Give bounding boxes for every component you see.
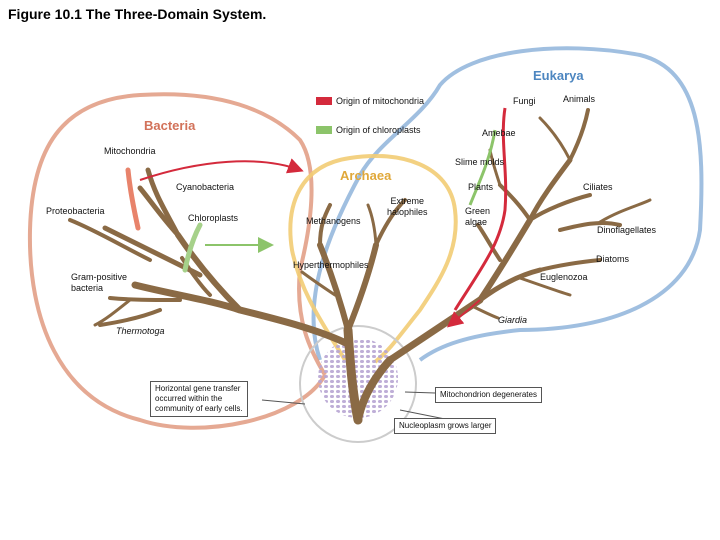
note-nucleoplasm-grows-larger: Nucleoplasm grows larger (394, 418, 497, 434)
label-chloroplasts: Chloroplasts (188, 213, 239, 223)
label-slime-molds: Slime molds (455, 157, 505, 167)
bacteria-outline (27, 92, 327, 430)
label-thermotoga: Thermotoga (116, 326, 165, 336)
domain-bacteria: Bacteria (144, 118, 196, 133)
label-hyperthermophiles: Hyperthermophiles (293, 260, 369, 270)
legend-mitochondria-origin: Origin of mitochondria (336, 96, 425, 106)
note-horizontal-gene-transfer: Horizontal gene transfer occurred within… (150, 381, 248, 417)
label-diatoms: Diatoms (596, 254, 630, 264)
label-methanogens: Methanogens (306, 216, 361, 226)
label-ciliates: Ciliates (583, 182, 613, 192)
eukarya-outline (311, 46, 704, 362)
label-euglenozoa: Euglenozoa (540, 272, 588, 282)
label-fungi: Fungi (513, 96, 536, 106)
archaea-outline (288, 153, 458, 364)
label-giardia: Giardia (498, 315, 528, 325)
legend-chloroplast-origin: Origin of chloroplasts (336, 125, 421, 135)
label-animals: Animals (563, 94, 596, 104)
label-mitochondria: Mitochondria (104, 146, 156, 156)
label-dinoflagellates: Dinoflagellates (597, 225, 657, 235)
label-plants: Plants (468, 182, 494, 192)
domain-eukarya: Eukarya (533, 68, 584, 83)
mitochondria-to-eukarya (453, 107, 508, 311)
label-green-algae: Green algae (465, 206, 491, 227)
chloroplast-legend-swatch (316, 126, 332, 134)
figure-title: Figure 10.1 The Three-Domain System. (8, 6, 267, 22)
label-gram-positive-bacteria: Gram-positive bacteria (71, 272, 128, 293)
label-amebae: Amebae (482, 128, 516, 138)
chloroplast-to-eukarya (468, 129, 497, 206)
label-extreme-halophiles: Extreme halophiles (387, 196, 428, 217)
mitochondria-legend-swatch (316, 97, 332, 105)
early-community (299, 325, 417, 443)
domain-archaea: Archaea (340, 168, 392, 183)
chloroplast-lineage (182, 222, 203, 273)
label-proteobacteria: Proteobacteria (46, 206, 105, 216)
label-cyanobacteria: Cyanobacteria (176, 182, 235, 192)
mitochondria-lineage (125, 167, 141, 231)
note-mitochondrion-degenerates: Mitochondrion degenerates (435, 387, 542, 403)
mitochondria-transfer-arrow (139, 158, 304, 181)
